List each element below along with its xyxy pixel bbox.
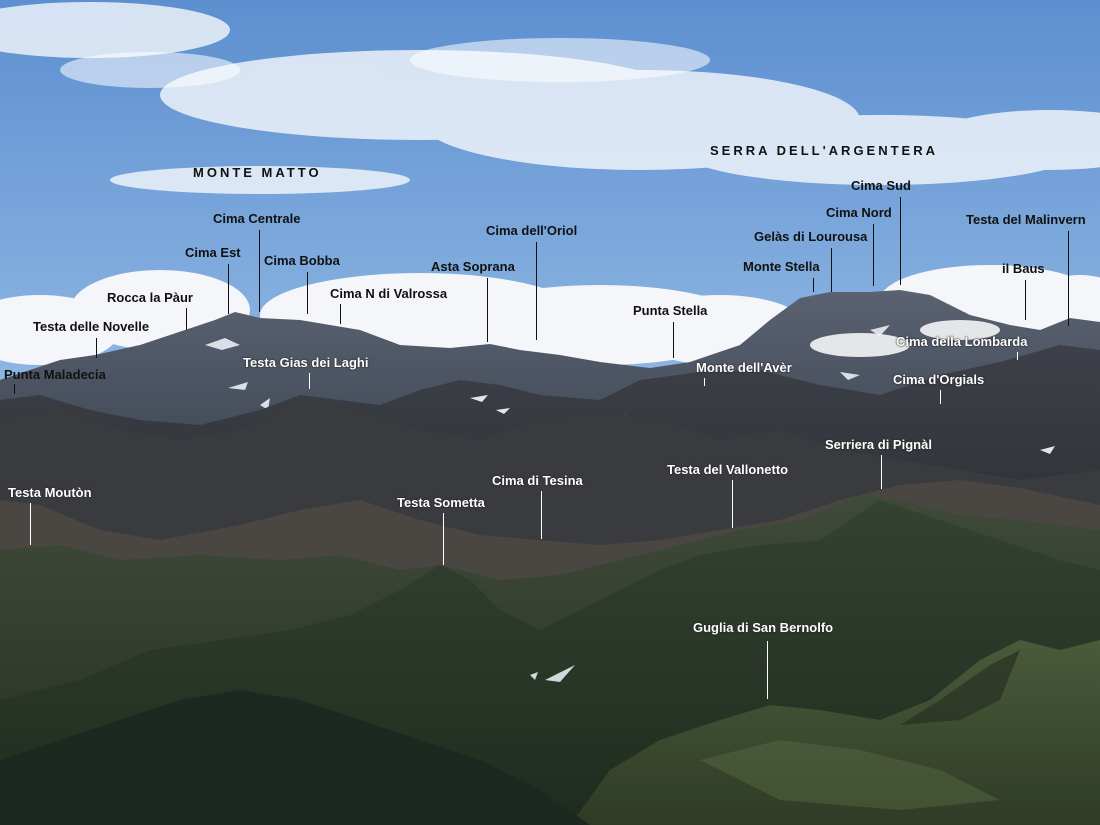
peak-label-cima-nord: Cima Nord	[826, 205, 892, 220]
peak-pointer	[186, 308, 187, 330]
peak-label-testa-vallonetto: Testa del Vallonetto	[667, 462, 789, 477]
peak-label-testa-mouton: Testa Moutòn	[8, 485, 92, 500]
peak-label-il-baus: il Baus	[1002, 261, 1045, 276]
peak-pointer	[536, 242, 537, 340]
peak-pointer	[309, 373, 310, 389]
peak-label-cima-tesina: Cima di Tesina	[492, 473, 583, 488]
peak-label-cima-centrale: Cima Centrale	[213, 211, 301, 226]
peak-pointer	[900, 197, 901, 285]
peak-label-monte-aver: Monte dell'Avèr	[696, 360, 792, 375]
peak-pointer	[767, 641, 768, 699]
peak-label-asta-soprana: Asta Soprana	[431, 259, 515, 274]
peak-pointer	[14, 384, 15, 394]
peak-pointer	[228, 264, 229, 314]
peak-pointer	[1068, 231, 1069, 326]
peak-label-cima-sud: Cima Sud	[851, 178, 911, 193]
peak-label-cima-n-valrossa: Cima N di Valrossa	[330, 286, 448, 301]
peak-label-testa-sometta: Testa Sometta	[397, 495, 485, 510]
peak-label-serriera-pignal: Serriera di Pignàl	[825, 437, 932, 452]
peak-label-cima-est: Cima Est	[185, 245, 241, 260]
peak-pointer	[673, 322, 674, 358]
peak-pointer	[881, 455, 882, 489]
peak-pointer	[340, 304, 341, 324]
peak-pointer	[813, 278, 814, 292]
peak-label-cima-orgials: Cima d'Orgials	[893, 372, 985, 387]
peak-pointer	[487, 278, 488, 342]
peak-pointer	[1025, 280, 1026, 320]
peak-label-cima-oriol: Cima dell'Oriol	[486, 223, 578, 238]
peak-label-punta-stella: Punta Stella	[633, 303, 708, 318]
peak-label-rocca-la-paur: Rocca la Pàur	[107, 290, 193, 305]
peak-label-cima-bobba: Cima Bobba	[264, 253, 340, 268]
peak-label-testa-delle-novelle: Testa delle Novelle	[33, 319, 150, 334]
group-label-monte-matto: MONTE MATTO	[193, 165, 322, 180]
peak-label-testa-gias-laghi: Testa Gias dei Laghi	[243, 355, 369, 370]
peak-label-gelas-lourousa: Gelàs di Lourousa	[754, 229, 868, 244]
peak-label-guglia-san-bernolfo: Guglia di San Bernolfo	[693, 620, 834, 635]
peak-pointer	[443, 513, 444, 565]
peak-label-punta-maladecia: Punta Maladecia	[4, 367, 106, 382]
peak-pointer	[831, 248, 832, 292]
peak-label-cima-lombarda: Cima della Lombarda	[896, 334, 1028, 349]
peak-pointer	[1017, 352, 1018, 360]
peak-pointer	[307, 272, 308, 314]
group-label-serra-argentera: SERRA DELL'ARGENTERA	[710, 143, 939, 158]
peak-pointer	[940, 390, 941, 404]
peak-label-testa-malinvern: Testa del Malinvern	[966, 212, 1086, 227]
peak-pointer	[259, 230, 260, 312]
peak-pointer	[873, 224, 874, 286]
peak-pointer	[96, 338, 97, 358]
peak-pointer	[541, 491, 542, 539]
peak-pointer	[30, 503, 31, 545]
peak-pointer	[732, 480, 733, 528]
peak-pointer	[704, 378, 705, 386]
peak-label-monte-stella: Monte Stella	[743, 259, 820, 274]
